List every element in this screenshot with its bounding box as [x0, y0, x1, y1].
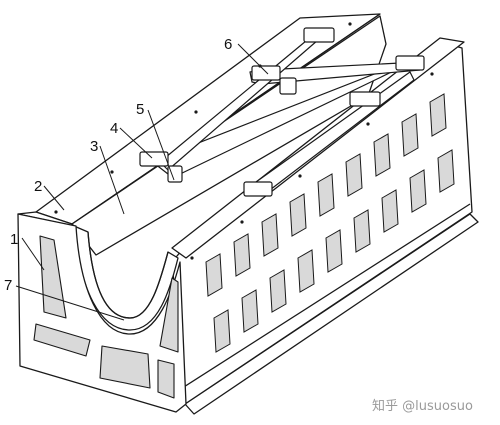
lattice-window	[297, 249, 315, 293]
callout-label-3: 3	[90, 138, 98, 155]
bolt-hole	[110, 170, 114, 174]
lattice-window	[261, 213, 279, 257]
leader-line-5	[147, 109, 175, 181]
lattice-window	[233, 233, 251, 277]
clamp-block	[139, 151, 169, 167]
bolt-hole	[366, 122, 370, 126]
clamp-block	[303, 27, 335, 43]
leader-line-7	[15, 285, 125, 321]
bolt-hole	[430, 72, 434, 76]
leader-line-3	[99, 145, 125, 215]
end-frame-cutout	[39, 235, 67, 319]
clamp-block	[243, 181, 273, 197]
clamp-block	[279, 77, 297, 95]
end-frame-cutout	[99, 345, 151, 389]
lattice-window	[381, 189, 399, 233]
clamp-block	[395, 55, 425, 71]
bolt-hole	[298, 174, 302, 178]
clamp-block	[167, 165, 183, 183]
end-frame-cutout	[157, 359, 175, 399]
lattice-window	[409, 169, 427, 213]
lattice-window	[325, 229, 343, 273]
callout-label-7: 7	[4, 277, 12, 294]
bolt-hole	[240, 220, 244, 224]
leader-line-1	[21, 237, 45, 271]
watermark-text: 知乎 @lusuosuo	[372, 398, 473, 414]
clamp-block	[251, 65, 281, 81]
lattice-window	[317, 173, 335, 217]
lattice-window	[345, 153, 363, 197]
lattice-window	[289, 193, 307, 237]
callout-label-4: 4	[110, 120, 118, 137]
front-side-lower-edge	[175, 203, 471, 393]
lattice-window	[213, 309, 231, 353]
lattice-window	[241, 289, 259, 333]
bolt-hole	[194, 110, 198, 114]
end-frame-cutout	[159, 277, 179, 353]
lattice-window	[373, 133, 391, 177]
end-frame-cutout	[33, 323, 91, 357]
lattice-window	[437, 149, 455, 193]
callout-label-2: 2	[34, 178, 42, 195]
callout-label-6: 6	[224, 36, 232, 53]
lattice-window	[205, 253, 223, 297]
bolt-hole	[190, 256, 194, 260]
bolt-hole	[54, 210, 58, 214]
lattice-window	[353, 209, 371, 253]
leader-line-2	[43, 185, 65, 211]
lattice-window	[429, 93, 447, 137]
lattice-window	[269, 269, 287, 313]
callout-label-1: 1	[10, 231, 18, 248]
lattice-window	[401, 113, 419, 157]
callout-label-5: 5	[136, 101, 144, 118]
bolt-hole	[348, 22, 352, 26]
leader-line-6	[237, 43, 269, 75]
trough-liner-inner	[87, 231, 169, 319]
clamp-block	[349, 91, 381, 107]
leader-line-4	[119, 127, 153, 159]
